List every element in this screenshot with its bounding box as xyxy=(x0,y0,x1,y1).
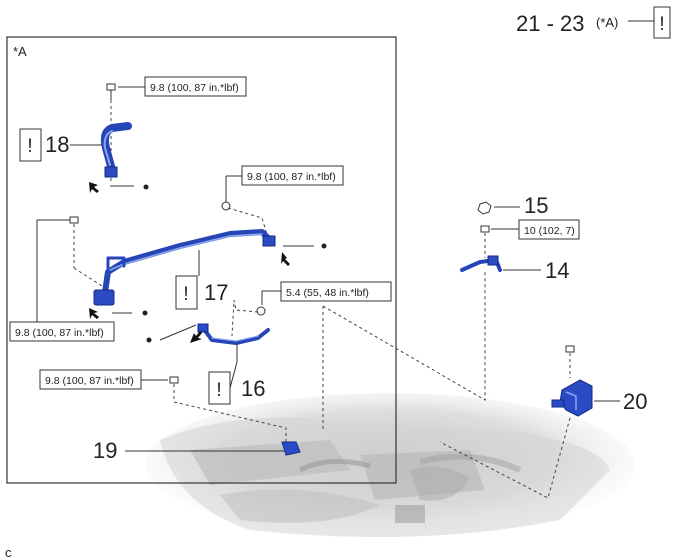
part-14-15-group: 15 10 (102, 7) 14 xyxy=(460,193,580,283)
arrow-icon xyxy=(281,252,290,266)
callout-16: 16 xyxy=(241,376,265,401)
torque-text-17-left: 9.8 (100, 87 in.*lbf) xyxy=(15,327,104,339)
connection-14 xyxy=(322,270,486,430)
callout-18: 18 xyxy=(45,132,69,157)
bolt-icon xyxy=(480,225,490,233)
arrow-icon xyxy=(89,308,99,319)
pipe-17-bracket xyxy=(93,289,115,306)
arrow-icon xyxy=(89,182,99,193)
header-caution-icon: ! xyxy=(659,14,664,35)
torque-text-14: 10 (102, 7) xyxy=(524,225,575,237)
caution-box-18 xyxy=(19,128,42,162)
torque-text-19: 9.8 (100, 87 in.*lbf) xyxy=(45,375,134,387)
nut-icon xyxy=(256,306,266,316)
pipe-16-fitting xyxy=(197,323,209,333)
inset-frame xyxy=(6,36,397,484)
part-20-port xyxy=(551,399,565,408)
torque-box-17-left xyxy=(9,321,115,342)
caution-icon-16: ! xyxy=(216,380,221,401)
pipe-16 xyxy=(201,326,270,345)
header-reference: 21 - 23 (*A) ! xyxy=(516,6,671,39)
inset-label: *A xyxy=(13,44,27,59)
callout-17: 17 xyxy=(204,280,228,305)
hose-18-clamp xyxy=(104,166,118,178)
header-ref: (*A) xyxy=(596,15,618,30)
callout-15: 15 xyxy=(524,193,548,218)
callout-20: 20 xyxy=(623,389,647,414)
torque-text-16: 5.4 (55, 48 in.*lbf) xyxy=(286,287,369,299)
pipe-17-fitting xyxy=(262,235,276,247)
pipe-14-clamp xyxy=(487,255,499,266)
nut-icon xyxy=(477,201,492,215)
part-20-group: 20 xyxy=(439,345,647,499)
part-17-group: 9.8 (100, 87 in.*lbf) 9.8 (100, 87 in.*l… xyxy=(9,165,344,342)
bolt-icon xyxy=(169,376,179,384)
caution-box-17 xyxy=(175,275,198,310)
callout-19: 19 xyxy=(93,438,117,463)
arrow-icon xyxy=(190,331,202,343)
bolt-icon xyxy=(565,345,575,353)
caution-icon-18: ! xyxy=(27,136,32,157)
part-19-group: 9.8 (100, 87 in.*lbf) 19 xyxy=(39,369,301,463)
part-19-bracket xyxy=(281,441,301,456)
engine-compartment-illustration xyxy=(145,393,635,538)
part-16-group: 5.4 (55, 48 in.*lbf) ! 16 xyxy=(146,281,392,405)
bolt-icon xyxy=(106,83,116,91)
callout-14: 14 xyxy=(545,258,569,283)
torque-text-17-right: 9.8 (100, 87 in.*lbf) xyxy=(247,171,336,183)
header-caution-box xyxy=(653,6,671,39)
caution-icon-17: ! xyxy=(183,284,188,305)
bolt-icon xyxy=(69,216,79,224)
corner-mark: c xyxy=(5,545,12,560)
header-range: 21 - 23 xyxy=(516,11,585,36)
part-18-group: 9.8 (100, 87 in.*lbf) ! 18 xyxy=(19,76,247,193)
torque-text-18: 9.8 (100, 87 in.*lbf) xyxy=(150,82,239,94)
connection-20 xyxy=(439,417,571,499)
nut-icon xyxy=(221,201,231,211)
